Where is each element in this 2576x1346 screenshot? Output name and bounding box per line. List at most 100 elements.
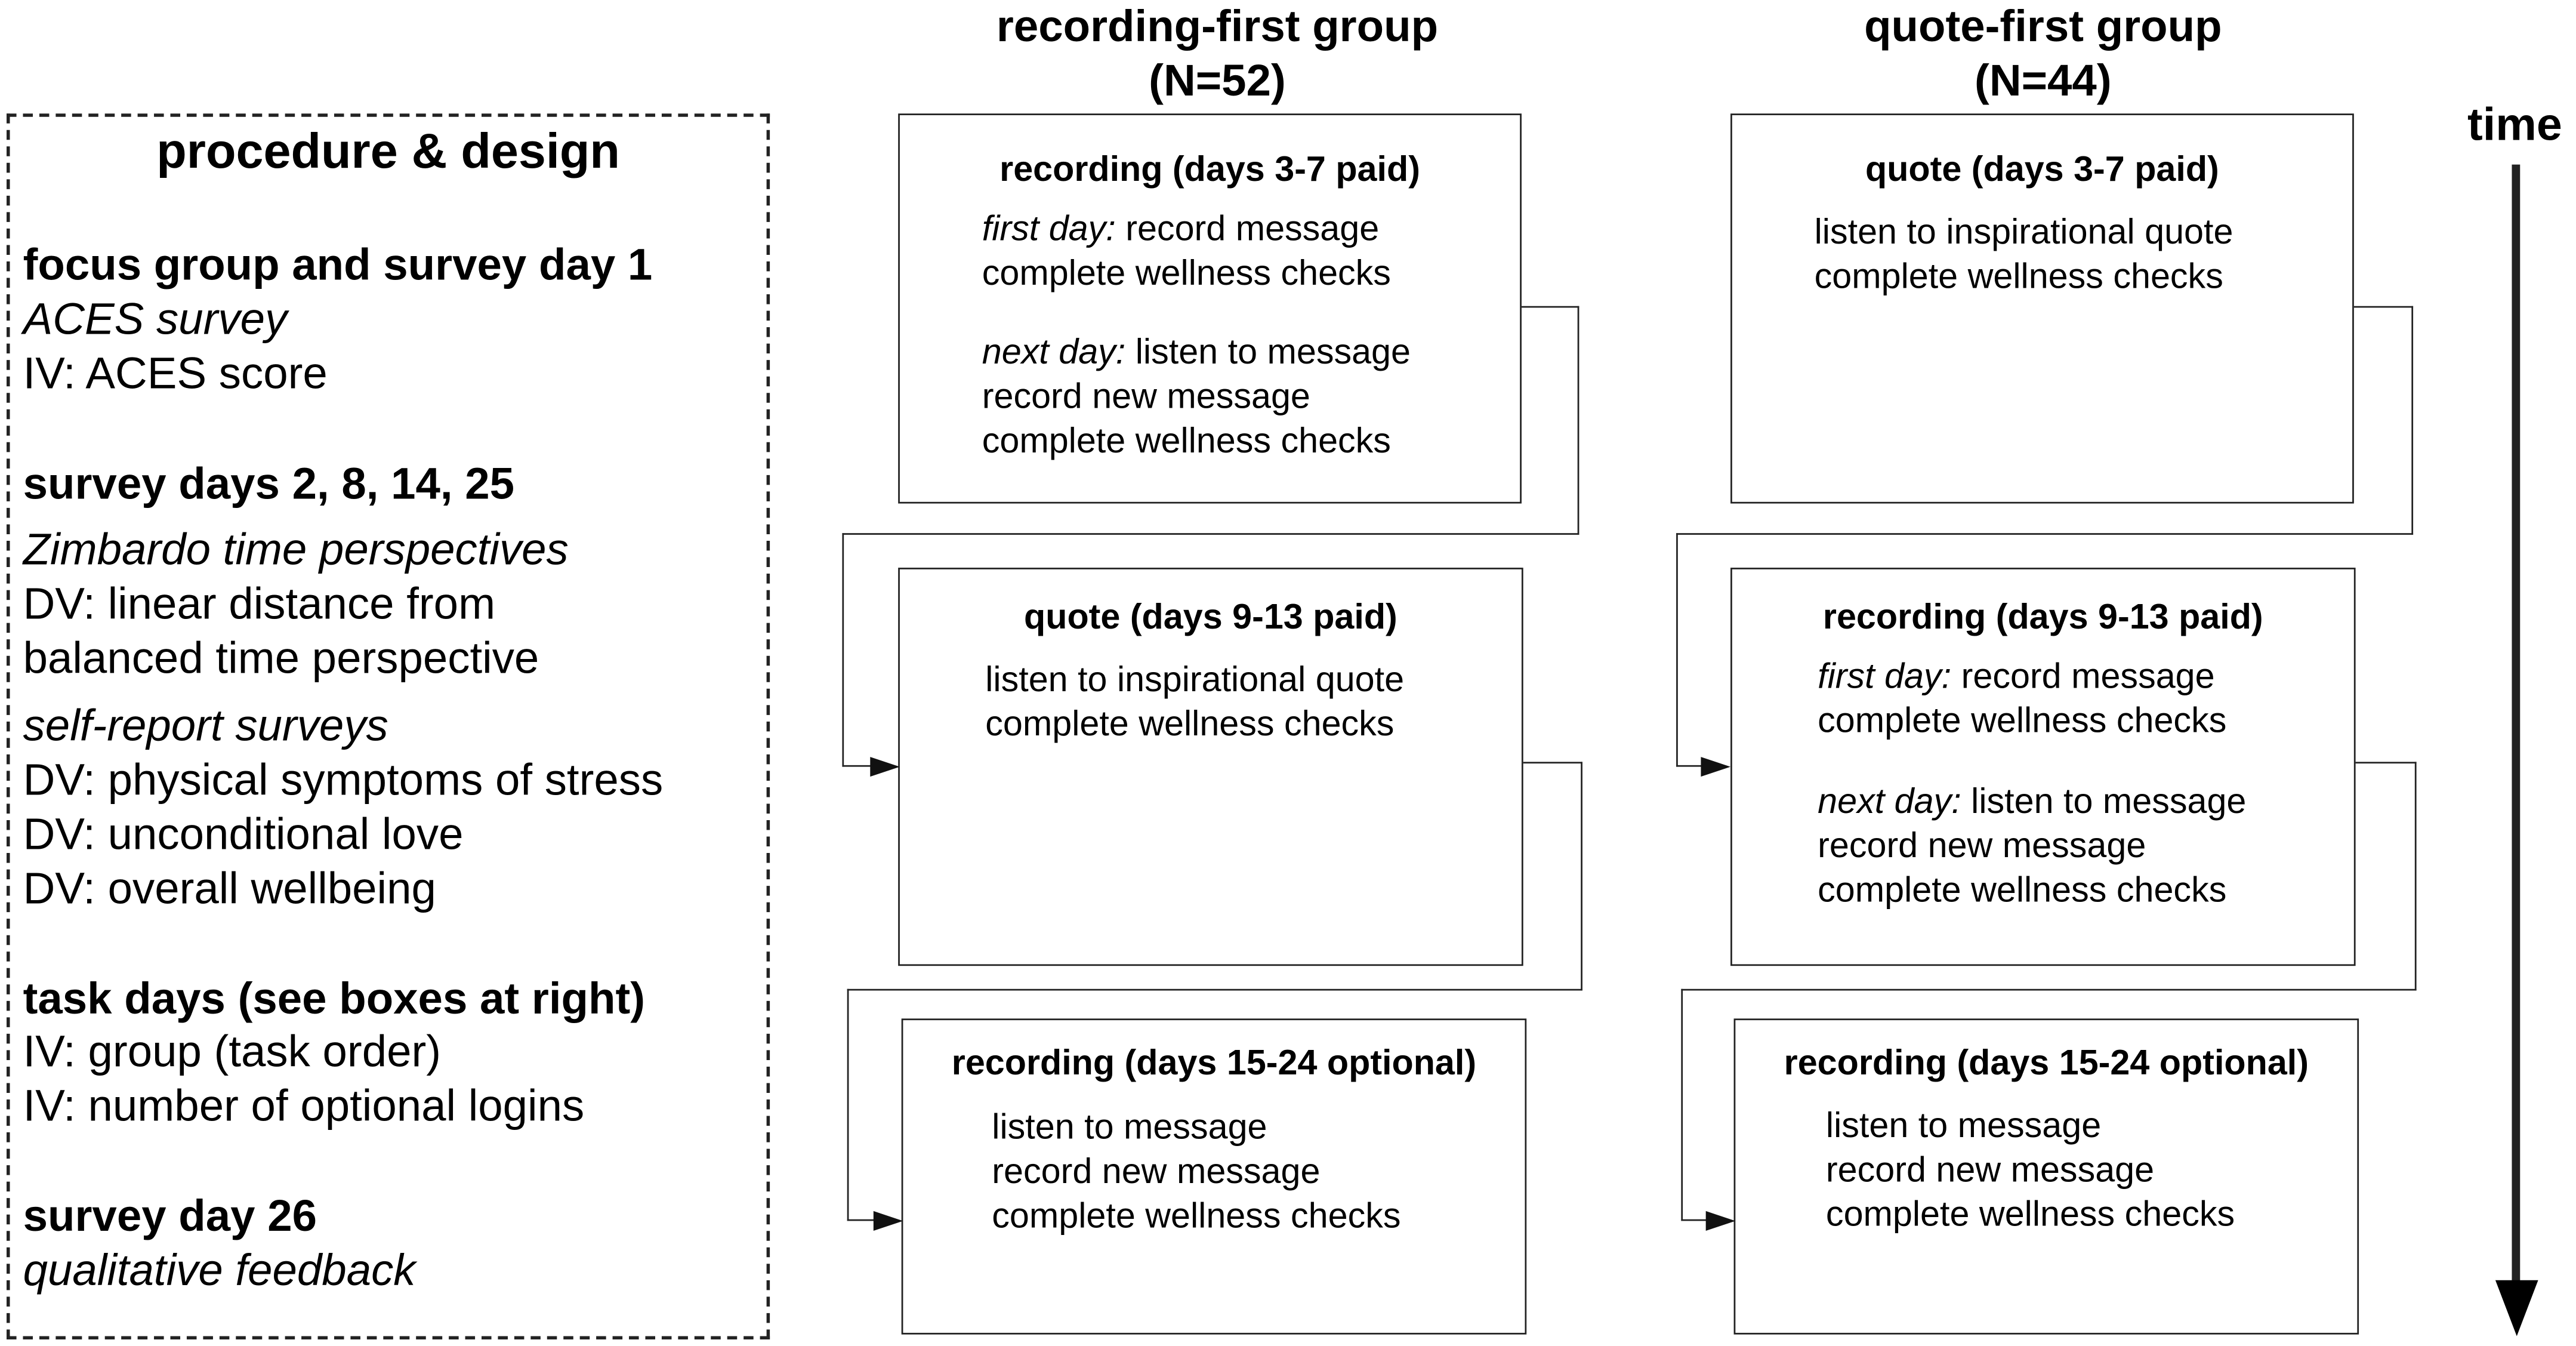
block-line: next day: listen to message [1818, 780, 2246, 824]
box-block: listen to inspirational quote complete w… [985, 658, 1404, 747]
block-text: record message [1961, 656, 2215, 697]
connector-line [847, 988, 1582, 991]
connector-line [2353, 306, 2414, 309]
connector-line [2411, 306, 2414, 535]
box-quote-days-9-13 [898, 568, 1523, 966]
connector-line [1681, 1219, 1708, 1222]
block-line: complete wellness checks [1818, 701, 2227, 741]
block-text: listen to message [1971, 781, 2247, 821]
section-line-wellbeing: DV: overall wellbeing [23, 864, 436, 913]
section-line-aces-score: IV: ACES score [23, 349, 328, 399]
group-title-recording-first: recording-first group (N=52) [889, 0, 1547, 109]
section-heading-task-days: task days (see boxes at right) [23, 974, 646, 1024]
block-label: next day: [982, 332, 1126, 372]
section-heading-survey-days: survey days 2, 8, 14, 25 [23, 459, 515, 509]
time-axis-line [2512, 164, 2521, 1284]
group-n: (N=52) [1149, 56, 1286, 106]
box-block-first-day: first day: record message complete welln… [982, 207, 1391, 296]
connector-line [842, 765, 872, 768]
block-line: record new message [992, 1151, 1321, 1191]
box-title: recording (days 9-13 paid) [1822, 597, 2263, 637]
block-label: next day: [1818, 781, 1961, 821]
box-recording-days-15-24 [901, 1018, 1527, 1335]
connector-line [847, 988, 850, 1221]
box-block: listen to message record new message com… [1826, 1104, 2235, 1237]
section-line-zimbardo: Zimbardo time perspectives [23, 525, 569, 575]
section-line-logins: IV: number of optional logins [23, 1081, 585, 1131]
procedure-design-panel [7, 113, 770, 1339]
group-name: recording-first group [996, 1, 1439, 51]
connector-line [1523, 762, 1582, 765]
block-text: record message [1125, 209, 1380, 249]
block-line: record new message [982, 377, 1310, 417]
connector-line [2414, 762, 2417, 991]
connector-line [1676, 533, 2414, 536]
box-title: quote (days 9-13 paid) [1024, 597, 1397, 637]
connector-line [842, 533, 845, 767]
connector-line [2355, 762, 2417, 765]
group-n: (N=44) [1975, 56, 2112, 106]
group-title-quote-first: quote-first group (N=44) [1714, 0, 2372, 109]
group-name: quote-first group [1864, 1, 2222, 51]
box-block-first-day: first day: record message complete welln… [1818, 655, 2226, 744]
block-line: listen to message [992, 1107, 1267, 1147]
block-line: complete wellness checks [985, 704, 1395, 744]
block-line: listen to inspirational quote [1814, 212, 2233, 252]
box-title: recording (days 15-24 optional) [1784, 1043, 2309, 1083]
block-line: record new message [1825, 1150, 2155, 1190]
connector-line [1521, 306, 1579, 309]
arrow-head-icon [1705, 1211, 1736, 1231]
connector-line [1681, 988, 1684, 1221]
block-line: record new message [1818, 826, 2146, 866]
section-line-qualitative: qualitative feedback [23, 1245, 416, 1295]
section-line-aces-survey: ACES survey [23, 294, 288, 344]
block-line: complete wellness checks [982, 253, 1391, 293]
box-recording-days-3-7 [898, 113, 1522, 504]
connector-line [1681, 988, 2417, 991]
block-line: complete wellness checks [1814, 257, 2223, 297]
block-line: complete wellness checks [992, 1196, 1401, 1236]
section-line-stress: DV: physical symptoms of stress [23, 755, 664, 805]
box-title: quote (days 3-7 paid) [1865, 149, 2219, 190]
connector-line [1676, 533, 1679, 767]
block-line: complete wellness checks [982, 421, 1391, 461]
block-line: listen to message [1825, 1105, 2102, 1145]
box-block-next-day: next day: listen to message record new m… [982, 331, 1411, 464]
box-block-next-day: next day: listen to message record new m… [1818, 780, 2246, 913]
block-label: first day: [1818, 656, 1952, 697]
connector-line [1577, 306, 1580, 535]
box-recording-days-15-24 [1733, 1018, 2359, 1335]
section-line-balanced: balanced time perspective [23, 633, 539, 683]
time-label: time [2467, 98, 2562, 150]
block-label: first day: [982, 209, 1116, 249]
box-title: recording (days 15-24 optional) [951, 1043, 1477, 1083]
box-quote-days-3-7 [1730, 113, 2354, 504]
time-arrow-head-icon [2495, 1280, 2538, 1336]
block-line: first day: record message [982, 207, 1391, 251]
section-line-linear-distance: DV: linear distance from [23, 579, 496, 629]
box-block: listen to message record new message com… [992, 1106, 1400, 1239]
block-line: complete wellness checks [1825, 1194, 2235, 1234]
block-line: complete wellness checks [1818, 870, 2227, 910]
panel-title: procedure & design [156, 125, 620, 180]
connector-line [842, 533, 1579, 536]
block-line: next day: listen to message [982, 331, 1411, 375]
arrow-head-icon [873, 1211, 903, 1231]
section-line-love: DV: unconditional love [23, 809, 464, 859]
connector-line [1676, 765, 1703, 768]
arrow-head-icon [870, 757, 900, 777]
box-recording-days-9-13 [1730, 568, 2356, 966]
arrow-head-icon [1701, 757, 1731, 777]
block-text: listen to message [1135, 332, 1411, 372]
section-heading-day1: focus group and survey day 1 [23, 240, 653, 290]
block-line: first day: record message [1818, 655, 2226, 699]
section-line-self-report: self-report surveys [23, 701, 388, 751]
block-line: listen to inspirational quote [985, 660, 1405, 700]
section-line-group: IV: group (task order) [23, 1027, 442, 1076]
section-heading-day26: survey day 26 [23, 1191, 317, 1241]
connector-line [847, 1219, 875, 1222]
box-block: listen to inspirational quote complete w… [1815, 211, 2233, 300]
connector-line [1581, 762, 1584, 991]
box-title: recording (days 3-7 paid) [999, 149, 1420, 190]
